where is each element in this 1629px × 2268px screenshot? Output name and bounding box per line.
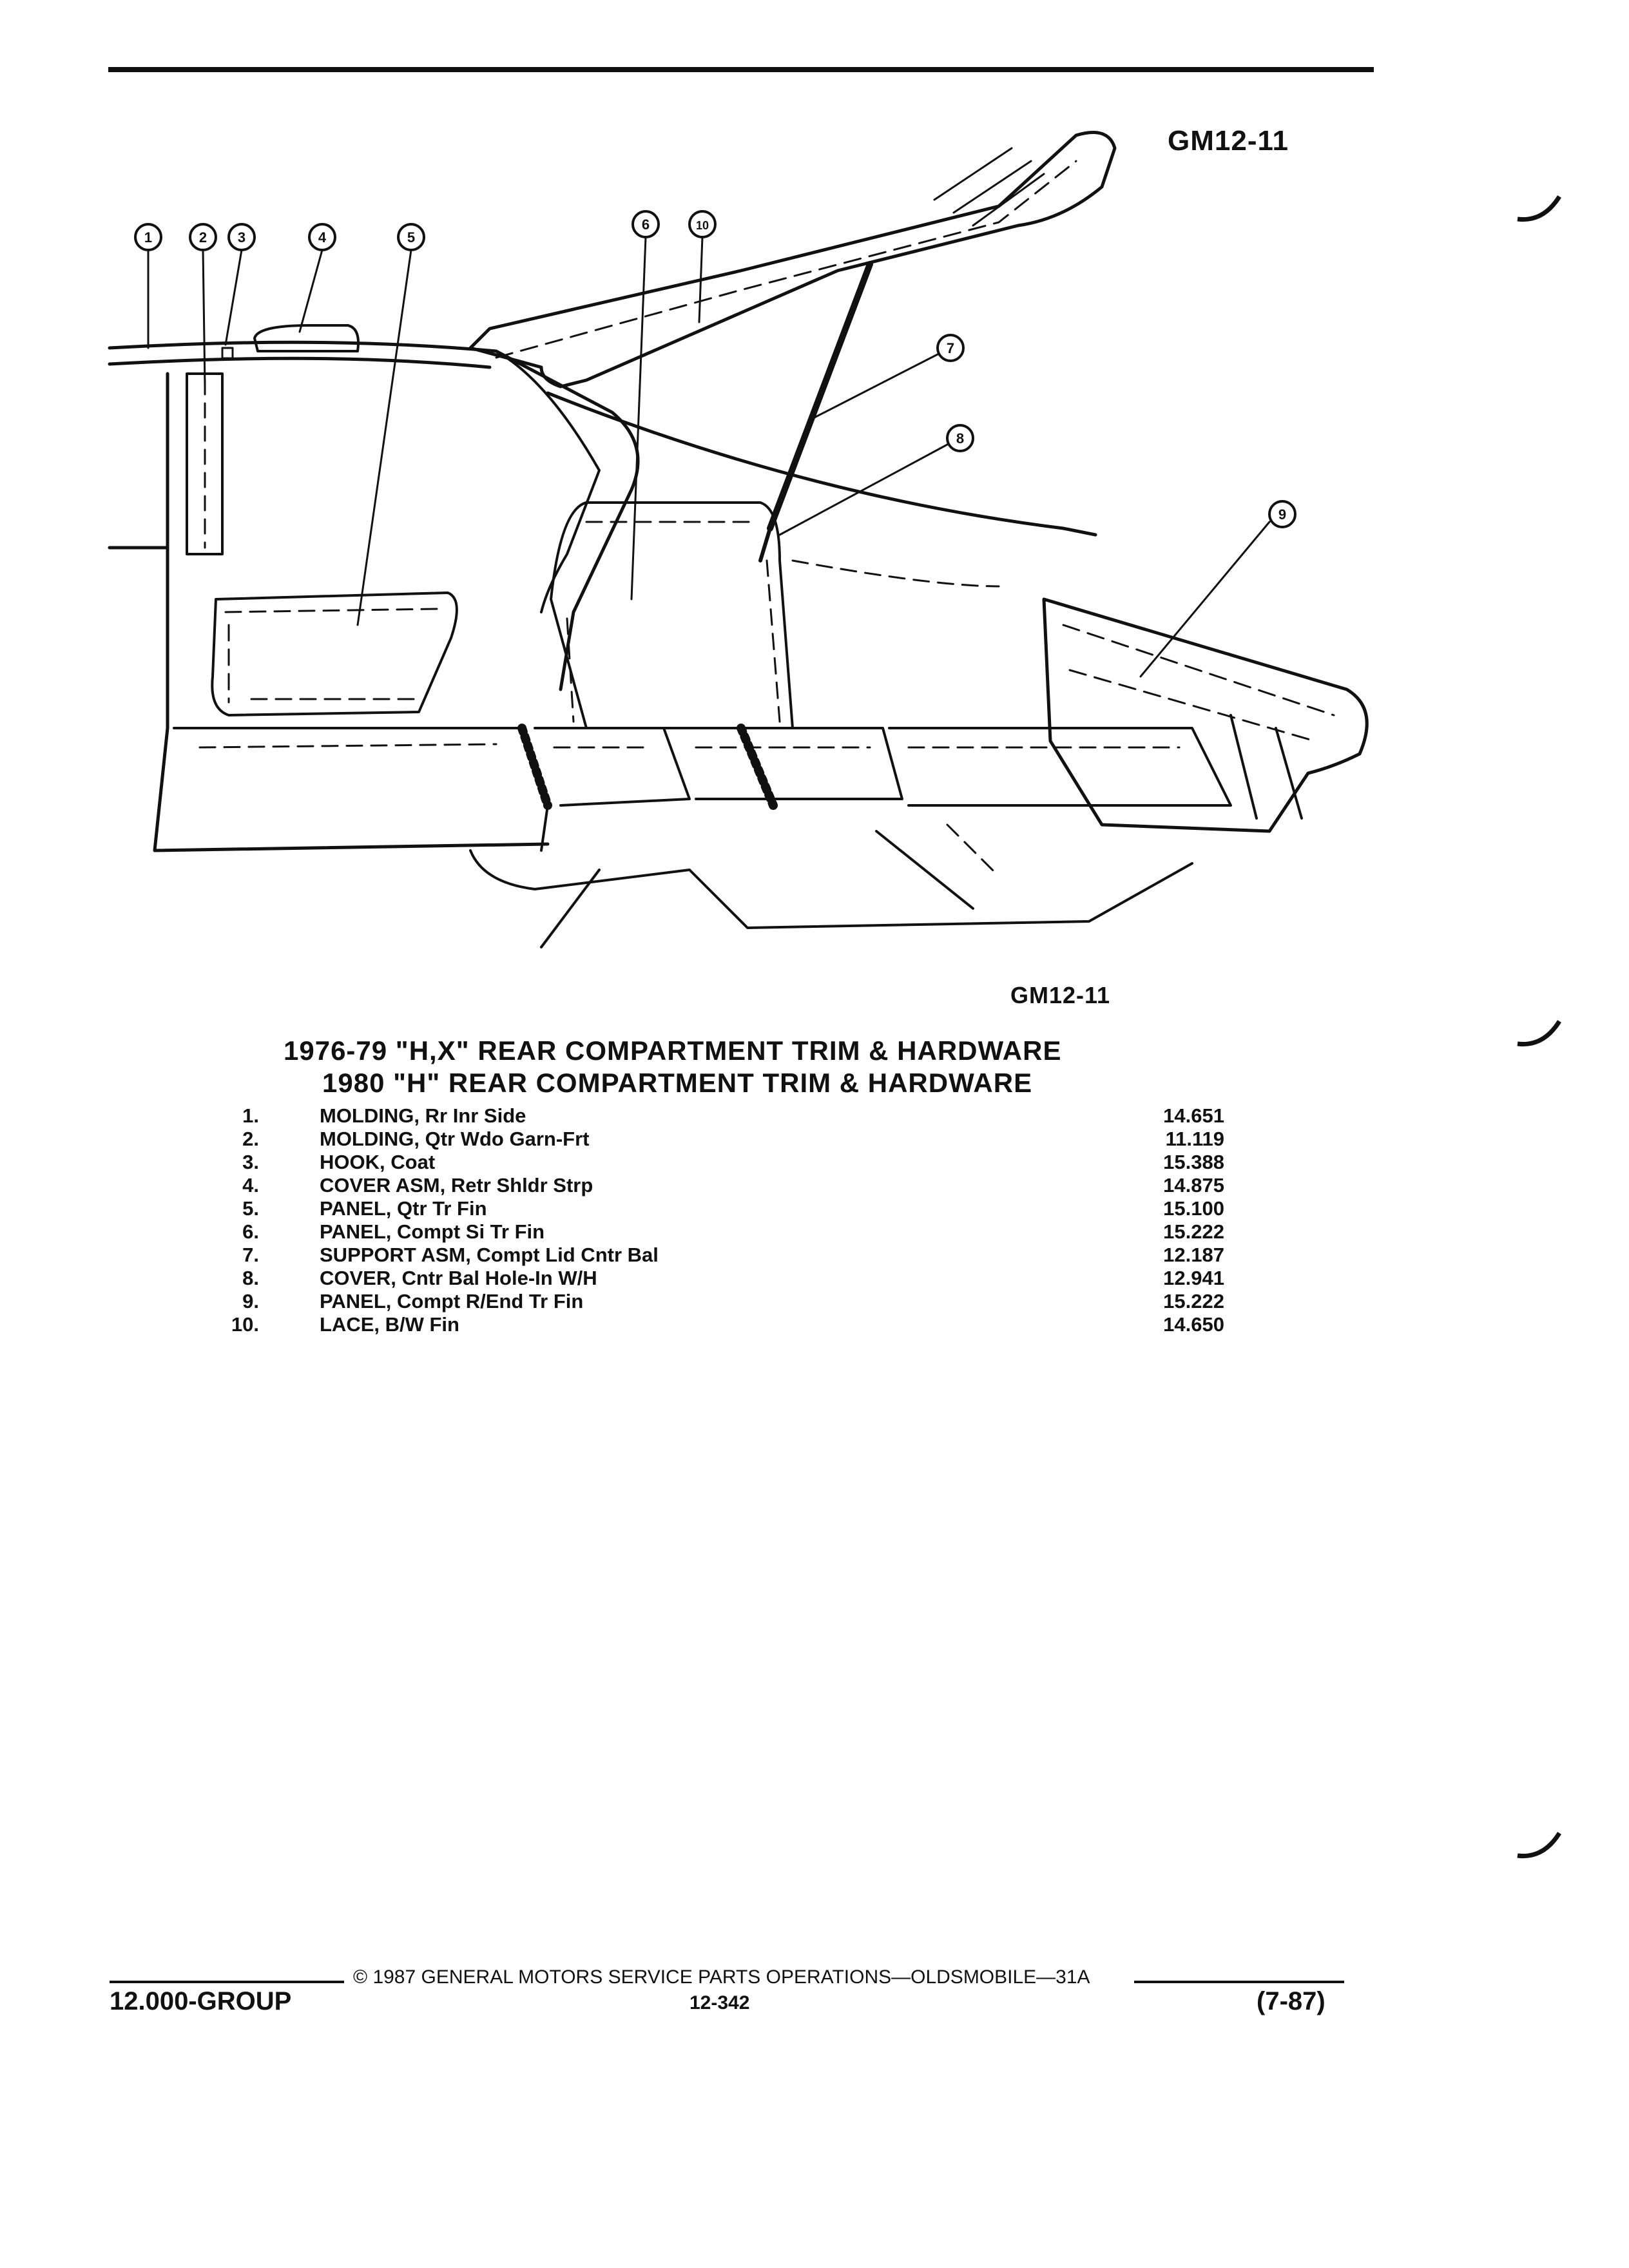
part-number: 9. xyxy=(242,1290,259,1312)
part-name: PANEL, xyxy=(320,1197,392,1220)
binder-mark-icon xyxy=(1517,1832,1561,1859)
part-desc: Compt Lid Cntr Bal xyxy=(476,1244,659,1266)
coat-hook-shape xyxy=(221,347,234,360)
callout-4: 4 xyxy=(318,229,327,245)
part-group-number: 15.100 xyxy=(1163,1197,1224,1220)
figure-code-bottom: GM12-11 xyxy=(1010,982,1111,1008)
footer-rule-left xyxy=(110,1981,344,1983)
part-desc: Qtr Wdo Garn-Frt xyxy=(425,1128,590,1150)
lid-support xyxy=(767,261,873,532)
list-item: 7. SUPPORT ASM, Compt Lid Cntr Bal 12.18… xyxy=(219,1244,1224,1267)
part-number: 3. xyxy=(242,1151,259,1173)
part-desc: B/W Fin xyxy=(385,1313,459,1336)
list-item: 6. PANEL, Compt Si Tr Fin 15.222 xyxy=(219,1220,1224,1244)
part-number: 1. xyxy=(242,1104,259,1127)
rear-compartment-illustration: 1 2 3 4 5 6 10 7 8 9 xyxy=(108,131,1369,948)
list-item: 9. PANEL, Compt R/End Tr Fin 15.222 xyxy=(219,1290,1224,1313)
callout-5: 5 xyxy=(407,229,415,245)
header-rule xyxy=(108,67,1374,72)
part-desc: Qtr Tr Fin xyxy=(397,1197,487,1220)
window-frame xyxy=(495,350,601,613)
title-line-1: 1976-79 "H,X" REAR COMPARTMENT TRIM & HA… xyxy=(284,1035,1062,1066)
roof-line-upper xyxy=(108,356,492,369)
callout-8: 8 xyxy=(956,430,964,447)
list-item: 5. PANEL, Qtr Tr Fin 15.100 xyxy=(219,1197,1224,1220)
callout-6: 6 xyxy=(642,216,650,233)
shoulder-strap-cover xyxy=(253,324,360,352)
title-line-2: 1980 "H" REAR COMPARTMENT TRIM & HARDWAR… xyxy=(322,1068,1033,1098)
copyright-line: © 1987 GENERAL MOTORS SERVICE PARTS OPER… xyxy=(353,1966,1090,1988)
part-desc: Compt R/End Tr Fin xyxy=(397,1290,584,1312)
part-number: 8. xyxy=(242,1267,259,1289)
end-trim-panel xyxy=(1042,597,1369,833)
side-trim-panel xyxy=(550,501,794,729)
deck-lid xyxy=(468,131,1117,389)
part-desc: Retr Shldr Strp xyxy=(450,1174,593,1196)
part-group-number: 15.388 xyxy=(1163,1151,1224,1173)
part-group-number: 14.875 xyxy=(1163,1174,1224,1196)
part-name: SUPPORT ASM, xyxy=(320,1244,471,1266)
part-name: HOOK, xyxy=(320,1151,385,1173)
qtr-molding xyxy=(186,372,224,555)
footer-rule-right xyxy=(1134,1981,1344,1983)
list-item: 1. MOLDING, Rr Inr Side 14.651 xyxy=(219,1104,1224,1128)
callout-3: 3 xyxy=(238,229,246,245)
part-desc: Coat xyxy=(390,1151,436,1173)
callout-1: 1 xyxy=(144,229,152,245)
part-group-number: 12.941 xyxy=(1163,1267,1224,1289)
part-number: 4. xyxy=(242,1174,259,1196)
part-number: 5. xyxy=(242,1197,259,1220)
parts-list: 1. MOLDING, Rr Inr Side 14.651 2. MOLDIN… xyxy=(219,1104,1224,1336)
part-name: MOLDING, xyxy=(320,1104,419,1127)
part-name: LACE, xyxy=(320,1313,380,1336)
revision-date: (7-87) xyxy=(1257,1987,1325,2015)
callout-9: 9 xyxy=(1278,506,1286,523)
part-name: COVER, xyxy=(320,1267,396,1289)
underbody xyxy=(469,849,1193,929)
figure-code-top: GM12-11 xyxy=(1168,125,1289,157)
list-item: 10. LACE, B/W Fin 14.650 xyxy=(219,1313,1224,1336)
list-item: 3. HOOK, Coat 15.388 xyxy=(219,1151,1224,1174)
part-desc: Compt Si Tr Fin xyxy=(397,1220,545,1243)
quarter-trim-panel xyxy=(211,591,458,716)
rear-shelf xyxy=(546,391,1097,537)
callout-7: 7 xyxy=(947,340,954,356)
group-label: 12.000-GROUP xyxy=(110,1987,292,2015)
callout-2: 2 xyxy=(199,229,207,245)
binder-mark-icon xyxy=(1517,195,1561,222)
part-number: 6. xyxy=(242,1220,259,1243)
part-desc: Cntr Bal Hole-In W/H xyxy=(401,1267,597,1289)
part-name: PANEL, xyxy=(320,1220,392,1243)
part-group-number: 11.119 xyxy=(1165,1128,1224,1150)
callout-markers xyxy=(134,210,1296,528)
part-name: MOLDING, xyxy=(320,1128,419,1150)
leader-lines xyxy=(147,236,1271,678)
body-side xyxy=(153,372,550,852)
page-number: 12-342 xyxy=(689,1992,750,2013)
part-number: 10. xyxy=(231,1313,259,1336)
part-group-number: 14.651 xyxy=(1163,1104,1224,1127)
part-name: PANEL, xyxy=(320,1290,392,1312)
callout-labels: 1 2 3 4 5 6 10 7 8 9 xyxy=(144,216,1286,523)
callout-10: 10 xyxy=(696,219,709,232)
section-titles: 1976-79 "H,X" REAR COMPARTMENT TRIM & HA… xyxy=(284,1035,1199,1099)
part-group-number: 12.187 xyxy=(1163,1244,1224,1266)
part-group-number: 15.222 xyxy=(1163,1290,1224,1312)
list-item: 8. COVER, Cntr Bal Hole-In W/H 12.941 xyxy=(219,1267,1224,1290)
part-group-number: 14.650 xyxy=(1163,1313,1224,1336)
list-item: 4. COVER ASM, Retr Shldr Strp 14.875 xyxy=(219,1174,1224,1197)
part-desc: Rr Inr Side xyxy=(425,1104,526,1127)
binder-mark-icon xyxy=(1517,1020,1561,1047)
part-name: COVER ASM, xyxy=(320,1174,446,1196)
part-group-number: 15.222 xyxy=(1163,1220,1224,1243)
part-number: 7. xyxy=(242,1244,259,1266)
list-item: 2. MOLDING, Qtr Wdo Garn-Frt 11.119 xyxy=(219,1128,1224,1151)
part-number: 2. xyxy=(242,1128,259,1150)
